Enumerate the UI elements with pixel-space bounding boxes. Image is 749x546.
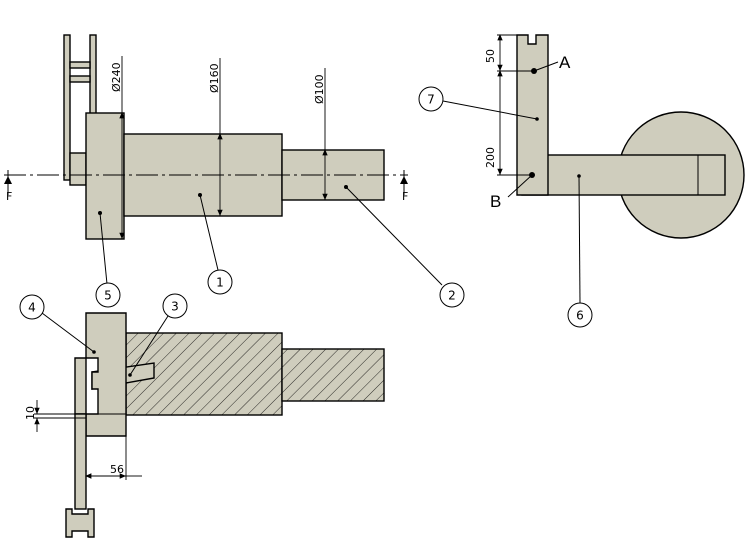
dim-d100: Ø100 [313, 74, 326, 104]
svg-text:4: 4 [28, 301, 36, 315]
lever-plate-left [63, 34, 71, 181]
balloon-4 [19, 294, 45, 320]
balloon-3 [162, 293, 188, 319]
shaft-assembly-view: F F Ø240 Ø160 Ø100 5 1 2 [4, 34, 465, 308]
hub-part-4 [85, 312, 127, 437]
dim-56: 56 [110, 463, 124, 476]
dim-50: 50 [484, 49, 497, 63]
dim-d160: Ø160 [208, 63, 221, 93]
flange-part-5 [85, 112, 125, 240]
section-view: 10 56 4 3 [19, 293, 385, 538]
section-label-right: F [402, 190, 408, 203]
balloon-1 [207, 269, 233, 295]
dim-10: 10 [24, 406, 37, 420]
lever-side-view: 50 200 A B 7 6 [418, 34, 745, 328]
lever-section-top [74, 357, 87, 415]
lever-pin-top [69, 61, 91, 69]
balloon-2 [439, 282, 465, 308]
lever-section-arm [74, 413, 87, 510]
balloon-5 [95, 282, 121, 308]
dim-200: 200 [484, 147, 497, 168]
lever-fork [65, 508, 95, 538]
svg-text:1: 1 [216, 276, 224, 290]
svg-text:5: 5 [104, 289, 112, 303]
svg-text:3: 3 [171, 300, 179, 314]
svg-text:6: 6 [576, 309, 584, 323]
point-a-label: A [559, 53, 571, 72]
dim-d240: Ø240 [110, 62, 123, 92]
balloon-7 [418, 86, 444, 112]
arm-part-6 [521, 154, 726, 196]
svg-text:2: 2 [448, 289, 456, 303]
lever-pin-bottom [69, 75, 91, 83]
section-label-left: F [6, 190, 12, 203]
hub-stub [69, 152, 87, 186]
lever-part-7 [516, 34, 549, 196]
svg-text:7: 7 [427, 93, 435, 107]
lever-plate-right [89, 34, 97, 116]
point-b-label: B [490, 192, 501, 211]
section-shaft-end [281, 348, 385, 402]
balloon-6 [567, 302, 593, 328]
